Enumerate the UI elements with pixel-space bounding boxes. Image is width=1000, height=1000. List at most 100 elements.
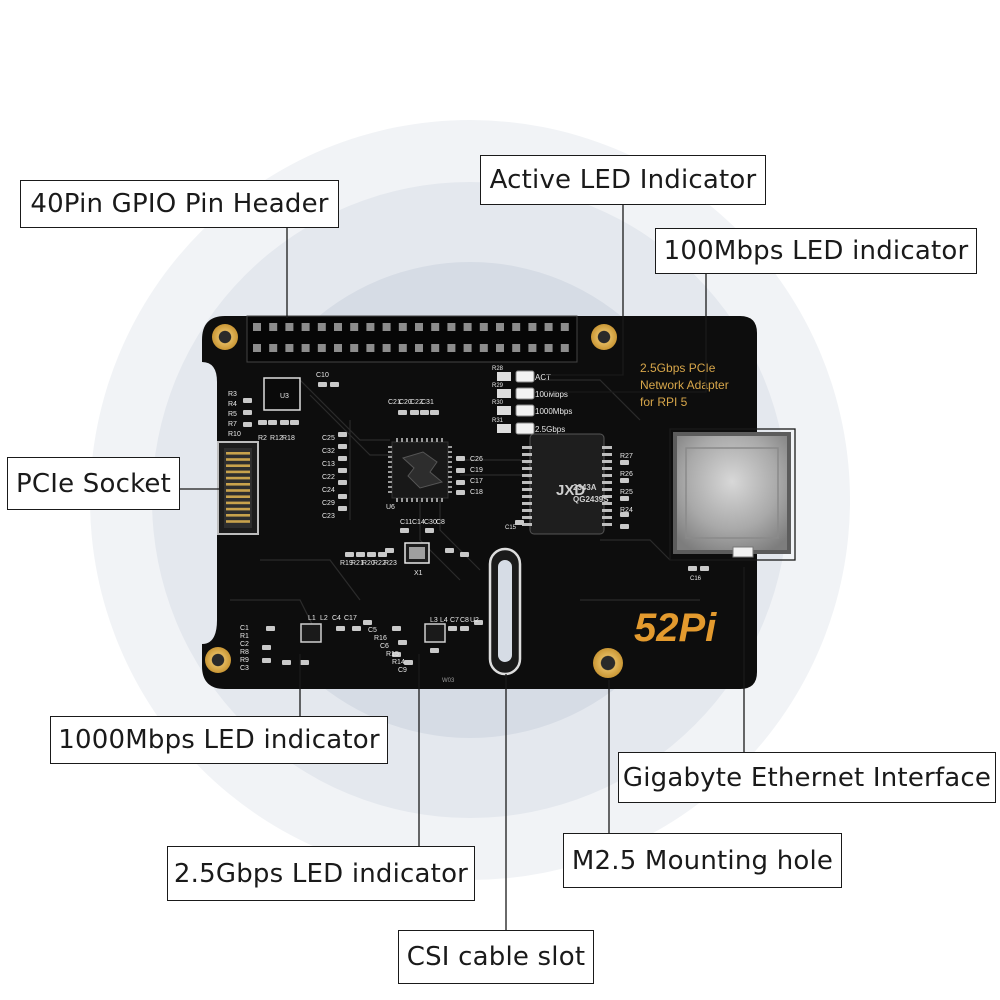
refdes-label: R16	[374, 635, 387, 642]
refdes-label: R22	[373, 560, 386, 567]
smd-pad	[300, 660, 309, 665]
transformer-pin	[522, 516, 532, 519]
fpc-contact	[226, 476, 250, 480]
smd-pad	[410, 410, 419, 415]
mounting-hole-top-left	[212, 324, 238, 350]
refdes-label: R18	[282, 435, 295, 442]
refdes-label: R10	[228, 431, 241, 438]
refdes-label: C9	[398, 667, 407, 674]
gpio-pin	[431, 344, 440, 352]
refdes-label: C7	[450, 617, 459, 624]
gpio-pin	[512, 323, 521, 331]
fpc-contact	[226, 489, 250, 492]
smd-pad	[262, 658, 271, 663]
led-resistor	[497, 406, 511, 415]
chip-pin	[448, 451, 452, 453]
smd-pad	[243, 410, 252, 415]
chip-u3-label: U3	[280, 393, 289, 400]
callout-gigabit-ethernet: Gigabyte Ethernet Interface	[618, 752, 996, 803]
smd-pad	[700, 566, 709, 571]
status-led	[515, 422, 535, 435]
transformer-pin	[522, 453, 532, 456]
transformer-pin	[522, 481, 532, 484]
gpio-pin	[317, 344, 326, 352]
chip-pin	[388, 446, 392, 448]
board-outline	[202, 316, 757, 689]
refdes-label: C20	[399, 399, 412, 406]
transformer-pin	[602, 467, 612, 470]
refdes-label: C8	[436, 519, 445, 526]
refdes-label: R4	[228, 401, 237, 408]
gpio-pin	[496, 323, 504, 331]
gpio-pin	[479, 323, 488, 331]
led-refdes: R30	[492, 400, 504, 406]
fpc-contact	[226, 483, 250, 486]
smd-pad	[345, 552, 354, 557]
smd-pad	[385, 548, 394, 553]
led-refdes: R31	[492, 418, 504, 424]
smd-pad	[338, 468, 347, 473]
chip-pin	[448, 446, 452, 448]
transformer-pin	[522, 467, 532, 470]
refdes-label: L1	[308, 615, 316, 622]
refdes-label: C29	[322, 500, 335, 507]
smd-pad	[363, 620, 372, 625]
transformer-pin	[602, 460, 612, 463]
chip-pin	[406, 438, 408, 442]
chip-pin	[448, 461, 452, 463]
leader-active-led	[545, 205, 624, 376]
refdes-label: C25	[322, 435, 335, 442]
refdes-label: C26	[470, 456, 483, 463]
chip-pin	[436, 498, 438, 502]
gpio-pin	[544, 344, 553, 352]
smd-pad	[338, 432, 347, 437]
gpio-pin	[463, 323, 472, 331]
chip-pin	[411, 438, 413, 442]
chip-pin	[388, 481, 392, 483]
refdes-label: C5	[368, 627, 377, 634]
gpio-pin	[301, 323, 310, 331]
gpio-pin	[317, 323, 326, 331]
refdes-label: C31	[421, 399, 434, 406]
gpio-pin	[366, 344, 375, 352]
transformer-pin	[602, 481, 612, 484]
callout-pcie-socket: PCIe Socket	[7, 457, 180, 510]
smd-pad	[338, 444, 347, 449]
smd-pad	[266, 626, 275, 631]
refdes-label: C32	[322, 448, 335, 455]
refdes-label: R23	[384, 560, 397, 567]
led-resistor	[497, 389, 511, 398]
refdes-label: C30	[424, 519, 437, 526]
smd-pad	[445, 548, 454, 553]
chip-pin	[426, 498, 428, 502]
led-resistor	[497, 424, 511, 433]
led-label: ACT	[535, 373, 551, 382]
gpio-pin	[253, 344, 261, 352]
refdes-label: R21	[351, 560, 364, 567]
smd-pad	[338, 494, 347, 499]
led-resistor	[497, 372, 511, 381]
smd-pad	[620, 512, 629, 517]
refdes-label: R5	[228, 411, 237, 418]
smd-pad	[398, 640, 407, 645]
refdes-label: R25	[620, 489, 633, 496]
callout-active-led: Active LED Indicator	[480, 155, 766, 205]
refdes-label: C14	[412, 519, 425, 526]
transformer-pin	[602, 502, 612, 505]
chip-pin	[448, 491, 452, 493]
fpc-contact	[226, 507, 250, 511]
chip-u6-label: U6	[386, 504, 395, 511]
gpio-pin	[496, 344, 504, 352]
refdes-label: R26	[620, 471, 633, 478]
chip-pin	[421, 498, 423, 502]
refdes-label: C17	[470, 478, 483, 485]
smd-pad	[460, 626, 469, 631]
transformer-pin	[602, 453, 612, 456]
chip-pin	[448, 476, 452, 478]
refdes-label: C18	[470, 489, 483, 496]
smd-pad	[336, 626, 345, 631]
smd-pad	[456, 456, 465, 461]
gpio-pin	[560, 344, 569, 352]
